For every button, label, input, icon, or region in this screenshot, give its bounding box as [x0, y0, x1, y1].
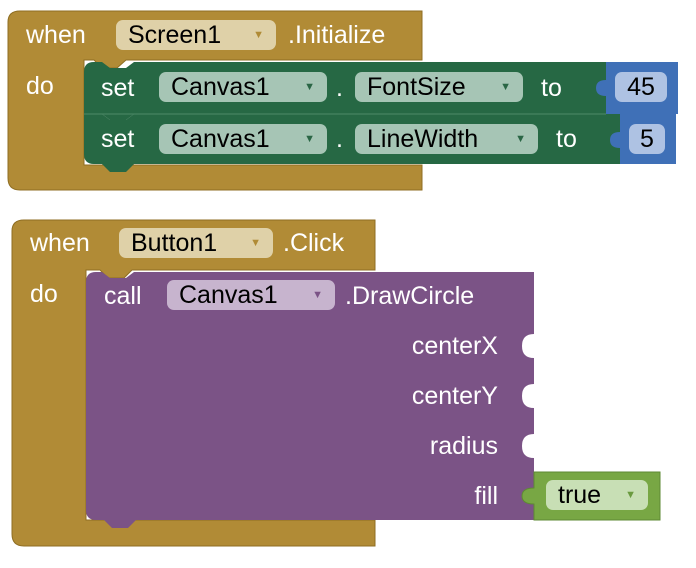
dropdown-arrow-icon: ▼	[500, 81, 511, 93]
property-name: LineWidth	[367, 125, 479, 153]
event-name-label: .Click	[283, 229, 345, 257]
do-label: do	[30, 280, 58, 308]
dropdown-arrow-icon: ▼	[625, 489, 636, 501]
do-label: do	[26, 72, 54, 100]
canvas1-component-dropdown[interactable]: Canvas1 ▼	[159, 124, 327, 154]
event-name-label: .Initialize	[288, 21, 386, 49]
dropdown-arrow-icon: ▼	[312, 289, 323, 301]
component-name: Screen1	[128, 21, 222, 49]
true-value-dropdown[interactable]: true ▼	[546, 480, 648, 510]
button1-click-event-block[interactable]	[11, 219, 376, 547]
dot-separator: .	[336, 125, 343, 153]
dropdown-arrow-icon: ▼	[515, 133, 526, 145]
fontsize-value-field[interactable]: 45	[615, 72, 667, 102]
canvas1-component-dropdown[interactable]: Canvas1 ▼	[159, 72, 327, 102]
drawcircle-method-block[interactable]	[86, 272, 534, 528]
to-label: to	[541, 74, 562, 102]
property-name: FontSize	[367, 73, 466, 101]
dropdown-arrow-icon: ▼	[250, 237, 261, 249]
component-name: Button1	[131, 229, 218, 257]
dropdown-arrow-icon: ▼	[304, 81, 315, 93]
to-label: to	[556, 125, 577, 153]
linewidth-value-field[interactable]: 5	[629, 124, 665, 154]
set-keyword: set	[101, 74, 135, 102]
when-label: when	[26, 21, 86, 49]
dropdown-arrow-icon: ▼	[304, 133, 315, 145]
boolean-value: true	[558, 481, 602, 509]
param-fill-label: fill	[474, 482, 498, 510]
method-name-label: .DrawCircle	[345, 282, 475, 310]
component-name: Canvas1	[179, 281, 278, 309]
fontsize-property-dropdown[interactable]: FontSize ▼	[355, 72, 523, 102]
component-name: Canvas1	[171, 125, 270, 153]
dropdown-arrow-icon: ▼	[253, 29, 264, 41]
param-centerx-label: centerX	[411, 332, 498, 360]
dot-separator: .	[336, 74, 343, 102]
param-radius-label: radius	[429, 432, 498, 460]
component-name: Canvas1	[171, 73, 270, 101]
canvas1-component-dropdown[interactable]: Canvas1 ▼	[167, 280, 335, 310]
when-label: when	[30, 229, 90, 257]
button1-component-dropdown[interactable]: Button1 ▼	[119, 228, 273, 258]
screen1-component-dropdown[interactable]: Screen1 ▼	[116, 20, 276, 50]
screen1-initialize-event-block[interactable]	[7, 10, 423, 191]
set-keyword: set	[101, 125, 135, 153]
linewidth-property-dropdown[interactable]: LineWidth ▼	[355, 124, 538, 154]
call-keyword: call	[104, 282, 142, 310]
param-centery-label: centerY	[411, 382, 498, 410]
